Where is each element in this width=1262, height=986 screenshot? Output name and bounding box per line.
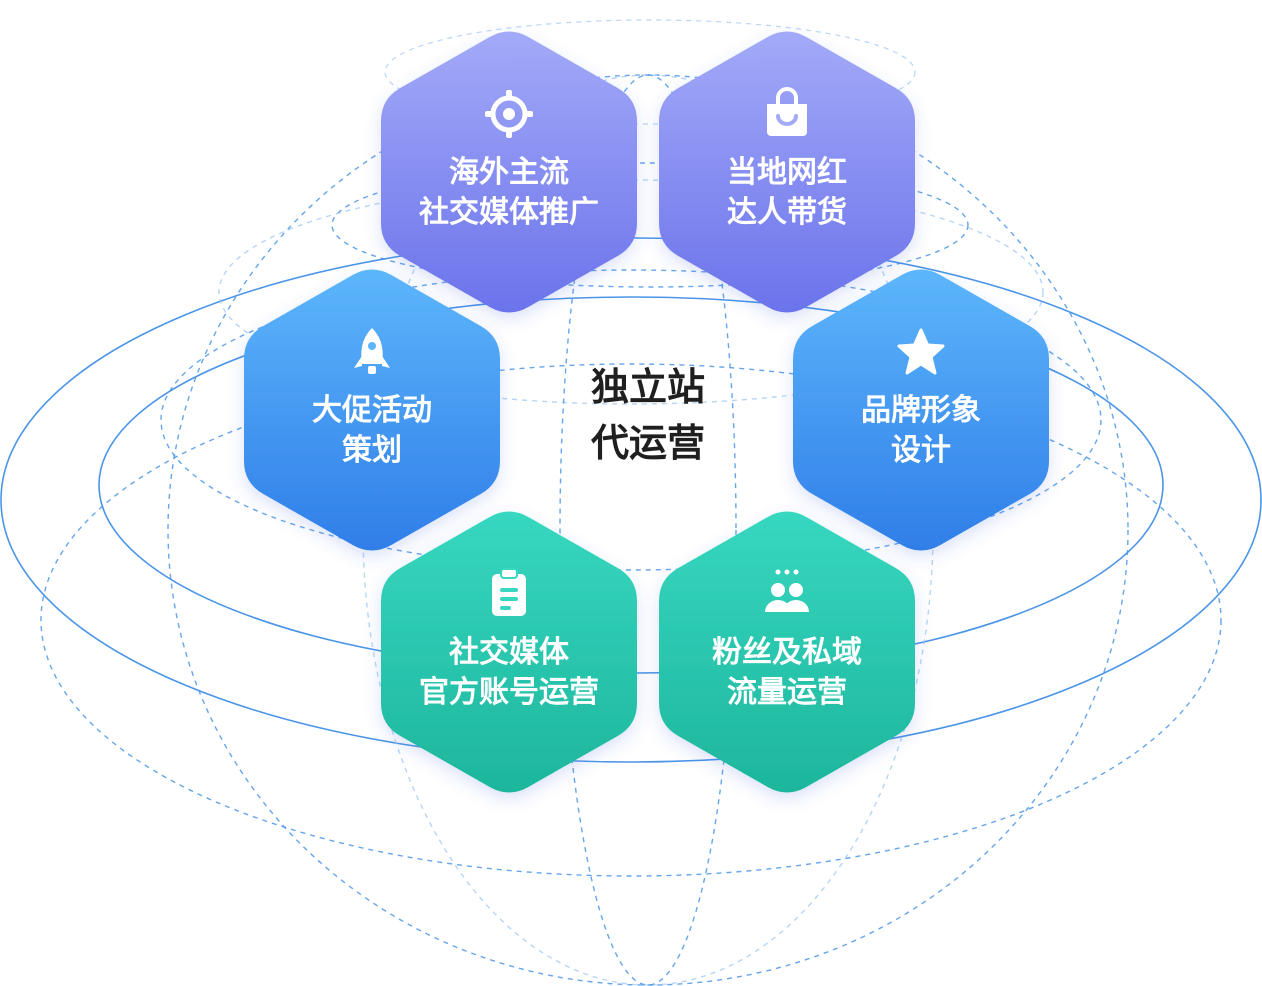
hex-label-line-1: 海外主流 xyxy=(449,155,569,190)
center-label-line-1: 独立站 xyxy=(591,365,705,409)
hex-shape xyxy=(381,511,637,793)
globe-latitude-mid xyxy=(160,269,1102,571)
hex-shape xyxy=(659,511,915,793)
user-group-icon xyxy=(765,569,809,612)
hex-label-line-1: 大促活动 xyxy=(312,393,432,428)
shopping-bag-icon xyxy=(767,87,807,136)
hex-label-line-1: 当地网红 xyxy=(727,155,847,190)
hex-label-line-1: 社交媒体 xyxy=(449,635,570,670)
hex-shape xyxy=(381,31,637,313)
hex-label-line-2: 设计 xyxy=(891,433,951,468)
hex-label-line-2: 达人带货 xyxy=(727,195,847,230)
hex-label-line-1: 品牌形象 xyxy=(861,393,981,428)
globe-latitude-upper xyxy=(218,179,1044,405)
clipboard-icon xyxy=(492,568,526,616)
hex-label-line-2: 官方账号运营 xyxy=(419,675,599,710)
service-hexagon-group: 海外主流社交媒体推广当地网红达人带货大促活动策划品牌形象设计社交媒体官方账号运营… xyxy=(244,31,1049,793)
target-icon xyxy=(485,90,533,138)
globe-meridian-outer xyxy=(167,74,1129,986)
center-label: 独立站 代运营 xyxy=(591,365,705,465)
star-icon xyxy=(897,328,945,375)
hex-label-line-2: 策划 xyxy=(342,433,402,468)
hex-label-line-2: 流量运营 xyxy=(727,675,847,710)
rocket-icon xyxy=(354,328,390,374)
center-label-line-2: 代运营 xyxy=(591,421,705,465)
globe-latitude-top xyxy=(331,162,969,288)
globe-top-cap xyxy=(384,19,916,125)
globe-meridian-inner xyxy=(559,74,737,986)
globe-latitude-low xyxy=(40,363,1222,877)
hex-shape xyxy=(659,31,915,313)
hex-label-line-2: 社交媒体推广 xyxy=(419,195,599,230)
hex-shape xyxy=(244,269,500,551)
hex-shape xyxy=(793,269,1049,551)
hex-label-line-1: 粉丝及私域 xyxy=(712,635,862,670)
